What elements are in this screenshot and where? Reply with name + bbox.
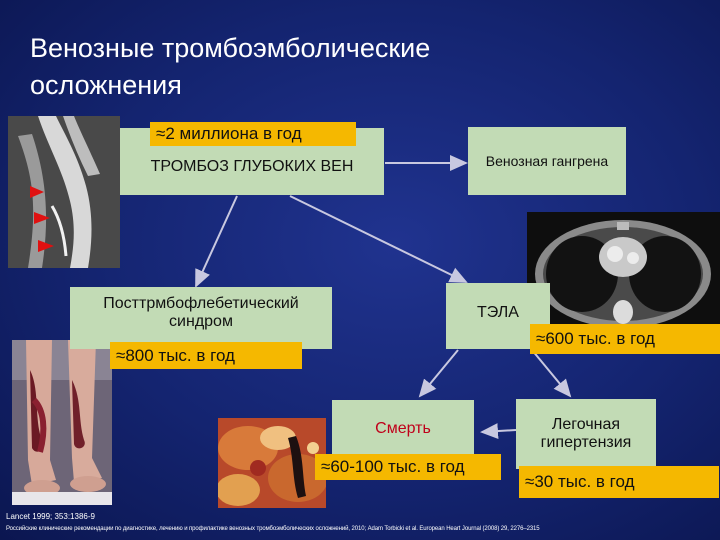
pe-count-label: ≈600 тыс. в год — [530, 324, 720, 354]
dvt-count-label: ≈2 миллиона в год — [150, 122, 356, 146]
pulm-hypertension-label-line-1: Легочная — [551, 416, 621, 433]
pulm-hypertension-label-line-2: гипертензия — [540, 434, 632, 451]
pts-count-label: ≈800 тыс. в год — [110, 342, 302, 369]
red-arrow-icon — [34, 212, 50, 224]
arrow-dvt-to-pts — [195, 195, 238, 288]
dvt-node-label: ТРОМБОЗ ГЛУБОКИХ ВЕН — [150, 157, 354, 175]
gangrene-node-label: Венозная гангрена — [485, 153, 609, 169]
arrow-dvt-to-pe — [289, 195, 468, 283]
reference-2: Российские клинические рекомендации по д… — [6, 526, 540, 532]
pts-node: Посттрмбофлебетический синдром — [70, 287, 332, 349]
legs-photo — [12, 340, 112, 505]
death-count-label: ≈60-100 тыс. в год — [315, 454, 501, 480]
reference-1: Lancet 1999; 353:1386-9 — [6, 512, 95, 521]
venogram-image — [8, 116, 120, 268]
arrow-pe-to-death — [418, 349, 459, 398]
arrow-pe-to-pulm — [531, 349, 572, 398]
gangrene-node: Венозная гангрена — [468, 127, 626, 195]
arrow-pulm-to-death — [480, 423, 517, 440]
red-arrow-icon — [38, 240, 54, 252]
pulm-count-label: ≈30 тыс. в год — [519, 466, 719, 498]
pe-node-label: ТЭЛА — [477, 304, 519, 321]
pts-node-label-line-1: Посттрмбофлебетический — [103, 295, 299, 312]
slide-title-line-2: осложнения — [30, 70, 182, 100]
slide-title-line-1: Венозные тромбоэмболические — [30, 33, 431, 63]
ct-scan-image — [527, 212, 720, 342]
slide-title: Венозные тромбоэмболические осложнения — [30, 30, 630, 104]
death-node-label: Смерть — [375, 420, 431, 437]
red-arrow-icon — [30, 186, 44, 198]
pulm-hypertension-node: Легочная гипертензия — [516, 399, 656, 469]
pts-node-label-line-2: синдром — [169, 313, 233, 330]
thrombus-photo — [218, 418, 326, 508]
